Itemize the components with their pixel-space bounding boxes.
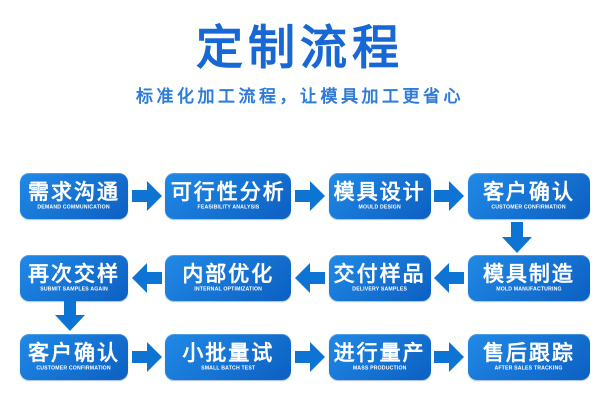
step-label-zh: 可行性分析 (170, 180, 286, 204)
step-label-zh: 内部优化 (182, 262, 275, 286)
flow-step-mass-production: 进行量产 MASS PRODUCTION (328, 334, 431, 380)
arrow-right-icon (131, 342, 163, 372)
step-label-en: SMALL BATCH TEST (201, 364, 256, 371)
page-title: 定制流程 (196, 21, 404, 74)
step-label-en: INTERNAL OPTIMIZATION (194, 285, 263, 292)
arrow-right-icon (433, 342, 465, 372)
arrow-right-icon (294, 342, 326, 372)
flow-step-delivery-samples: 交付样品 DELIVERY SAMPLES (328, 255, 431, 301)
flow-step-after-sales-tracking: 售后跟踪 AFTER SALES TRACKING (467, 334, 590, 380)
step-label-en: FEASIBILITY ANALYSIS (197, 203, 260, 210)
flow-row-3: 客户确认 CUSTOMER CONFIRMATION 小批量试 SMALL BA… (20, 334, 590, 380)
flow-step-feasibility-analysis: 可行性分析 FEASIBILITY ANALYSIS (165, 173, 292, 219)
flow-step-submit-samples-again: 再次交样 SUBMIT SAMPLES AGAIN (20, 255, 128, 301)
arrow-right-icon (131, 181, 163, 211)
arrow-left-icon (131, 263, 163, 293)
step-label-zh: 进行量产 (333, 341, 426, 365)
step-label-en: DELIVERY SAMPLES (352, 285, 408, 292)
flow-step-internal-optimization: 内部优化 INTERNAL OPTIMIZATION (165, 255, 292, 301)
step-label-en: CUSTOMER CONFIRMATION (491, 203, 567, 210)
step-label-zh: 小批量试 (182, 341, 275, 365)
step-label-zh: 客户确认 (28, 341, 120, 365)
page-subtitle: 标准化加工流程，让模具加工更省心 (136, 87, 464, 106)
step-label-en: MASS PRODUCTION (352, 364, 407, 371)
step-label-en: MOLD MANUFACTURING (496, 285, 562, 292)
arrow-right-icon (294, 181, 326, 211)
arrow-left-icon (294, 263, 326, 293)
step-label-zh: 客户确认 (482, 180, 575, 204)
flow-step-customer-confirmation-1: 客户确认 CUSTOMER CONFIRMATION (467, 173, 590, 219)
step-label-zh: 模具设计 (333, 180, 426, 204)
arrow-left-icon (433, 263, 465, 293)
flow-step-customer-confirmation-2: 客户确认 CUSTOMER CONFIRMATION (20, 334, 128, 380)
step-label-zh: 再次交样 (28, 262, 120, 286)
step-label-en: SUBMIT SAMPLES AGAIN (40, 285, 108, 292)
flow-step-small-batch-test: 小批量试 SMALL BATCH TEST (165, 334, 292, 380)
step-label-zh: 需求沟通 (28, 180, 120, 204)
step-label-en: DEMAND COMMUNICATION (37, 203, 111, 210)
flow-row-1: 需求沟通 DEMAND COMMUNICATION 可行性分析 FEASIBIL… (20, 173, 590, 219)
step-label-zh: 交付样品 (333, 262, 426, 286)
step-label-en: AFTER SALES TRACKING (494, 364, 563, 371)
step-label-zh: 模具制造 (482, 262, 575, 286)
step-label-en: CUSTOMER CONFIRMATION (36, 364, 112, 371)
flow-step-mold-manufacturing: 模具制造 MOLD MANUFACTURING (467, 255, 590, 301)
flow-step-demand-communication: 需求沟通 DEMAND COMMUNICATION (20, 173, 128, 219)
flow-row-2: 再次交样 SUBMIT SAMPLES AGAIN 内部优化 INTERNAL … (20, 255, 590, 301)
step-label-en: MOULD DESIGN (358, 203, 401, 210)
flow-step-mould-design: 模具设计 MOULD DESIGN (328, 173, 431, 219)
arrow-right-icon (433, 181, 465, 211)
arrow-down-icon (55, 300, 85, 331)
step-label-zh: 售后跟踪 (482, 341, 575, 365)
arrow-down-icon (502, 222, 532, 253)
